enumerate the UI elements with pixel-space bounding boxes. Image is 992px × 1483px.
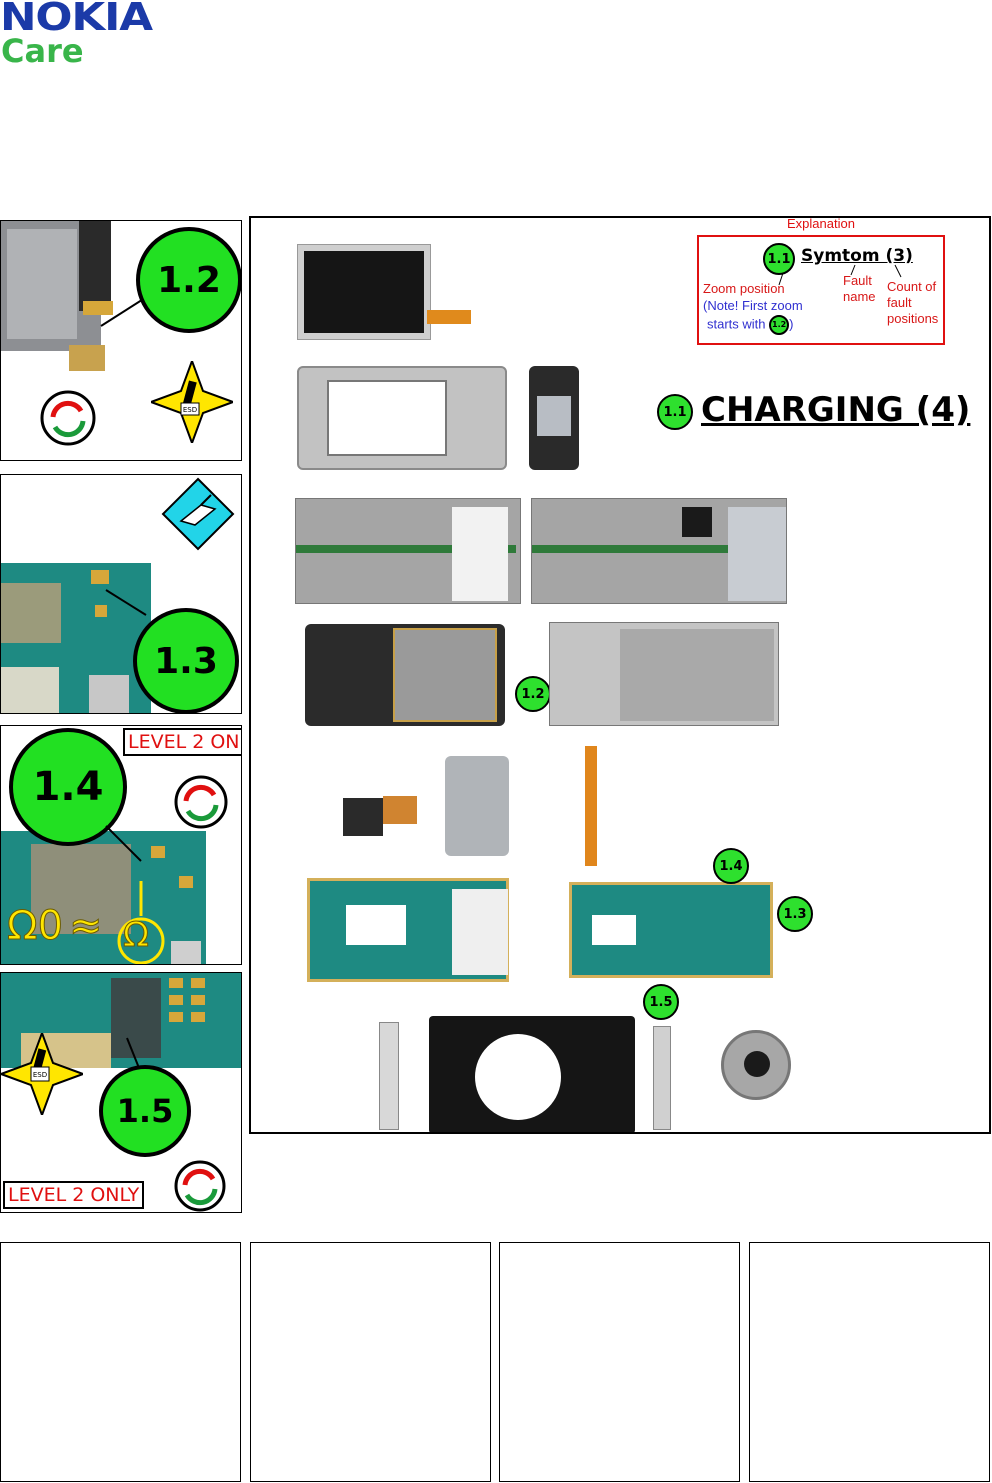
notes-box-2 bbox=[250, 1242, 491, 1482]
back-cover bbox=[429, 1016, 635, 1132]
exploded-view-panel: Explanation 1.1 Symtom (3) Zoom position… bbox=[249, 216, 991, 1134]
side-rail-right bbox=[653, 1026, 671, 1130]
front-cover bbox=[297, 366, 507, 470]
count-label-3: positions bbox=[887, 311, 939, 326]
explanation-box: 1.1 Symtom (3) Zoom position (Note! Firs… bbox=[697, 235, 945, 345]
ohm-probe-icon bbox=[117, 881, 165, 964]
brand-name: NOKIA bbox=[0, 0, 153, 39]
count-label-2: fault bbox=[887, 295, 912, 310]
display-module bbox=[297, 244, 431, 340]
notes-box-4 bbox=[749, 1242, 990, 1482]
marker-1-3: 1.3 bbox=[777, 896, 813, 932]
display-flex bbox=[427, 310, 471, 324]
marker-1-4: 1.4 bbox=[713, 848, 749, 884]
side-key-flex bbox=[585, 746, 597, 866]
symptom-title: CHARGING (4) bbox=[701, 390, 971, 430]
fault-name-label-1: Fault bbox=[843, 273, 872, 288]
symptom-marker: 1.1 bbox=[657, 394, 693, 430]
notes-box-1 bbox=[0, 1242, 241, 1482]
zoom-bubble-1-2: 1.2 bbox=[136, 227, 241, 333]
svg-text:ESD: ESD bbox=[183, 406, 197, 414]
camera-cover bbox=[721, 1030, 791, 1100]
slide-module-left bbox=[295, 498, 521, 604]
esd-warning-icon: ESD bbox=[151, 361, 233, 443]
zoom-bubble-1-5: 1.5 bbox=[99, 1065, 191, 1157]
engine-board-bottom bbox=[569, 882, 773, 978]
zoom-panel-1-2: 1.2 ESD bbox=[0, 220, 242, 461]
approx-sign: ≈ bbox=[69, 903, 104, 949]
notes-box-3 bbox=[499, 1242, 740, 1482]
zoom-note-line-2: starts with 1.2) bbox=[707, 315, 793, 335]
numeric-keymat bbox=[445, 756, 509, 856]
explanation-marker: 1.1 bbox=[763, 243, 795, 275]
zoom-position-label: Zoom position bbox=[703, 281, 785, 296]
zoom-panel-1-5: ESD 1.5 LEVEL 2 ONLY bbox=[0, 972, 242, 1213]
zoom-note-line-1: (Note! First zoom bbox=[703, 298, 803, 313]
engine-board-top bbox=[307, 878, 509, 982]
chassis-with-engine bbox=[305, 624, 505, 726]
explanation-title: Explanation bbox=[787, 216, 855, 231]
explanation-leader-lines bbox=[778, 264, 902, 286]
zoom-panel-1-4: LEVEL 2 ONLY 1.4 Ω0≈ Ω bbox=[0, 725, 242, 965]
explanation-symptom: Symtom (3) bbox=[801, 246, 913, 266]
level-2-badge: LEVEL 2 ONLY bbox=[123, 728, 241, 756]
omega-zero: Ω0 bbox=[6, 903, 64, 949]
zoom-panel-1-3: 1.3 bbox=[0, 474, 242, 714]
rework-icon bbox=[40, 390, 96, 446]
rework-icon bbox=[174, 775, 228, 829]
rework-icon bbox=[174, 1160, 226, 1212]
rear-chassis bbox=[549, 622, 779, 726]
nokia-care-logo: NOKIA Care bbox=[0, 0, 153, 70]
marker-1-5: 1.5 bbox=[643, 984, 679, 1020]
level-2-badge: LEVEL 2 ONLY bbox=[3, 1181, 145, 1209]
svg-text:ESD: ESD bbox=[33, 1071, 47, 1079]
resistance-symbols: Ω0≈ bbox=[6, 903, 109, 949]
note-marker: 1.2 bbox=[769, 315, 790, 335]
zoom-bubble-1-4: 1.4 bbox=[9, 728, 127, 846]
omega-symbol: Ω bbox=[123, 915, 150, 955]
camera-flex bbox=[383, 796, 417, 824]
navi-keymat bbox=[529, 366, 579, 470]
hand-note-icon bbox=[161, 477, 235, 551]
side-rail-left bbox=[379, 1022, 399, 1130]
marker-1-2: 1.2 bbox=[515, 676, 551, 712]
count-label-1: Count of bbox=[887, 279, 937, 294]
brand-sub: Care bbox=[1, 32, 84, 70]
pointer-line bbox=[105, 825, 142, 862]
camera-module bbox=[343, 798, 383, 836]
zoom-bubble-1-3: 1.3 bbox=[133, 608, 239, 713]
fault-name-label-2: name bbox=[843, 289, 876, 304]
slide-module-right bbox=[531, 498, 787, 604]
esd-warning-icon: ESD bbox=[1, 1033, 83, 1115]
pointer-line bbox=[105, 589, 147, 616]
